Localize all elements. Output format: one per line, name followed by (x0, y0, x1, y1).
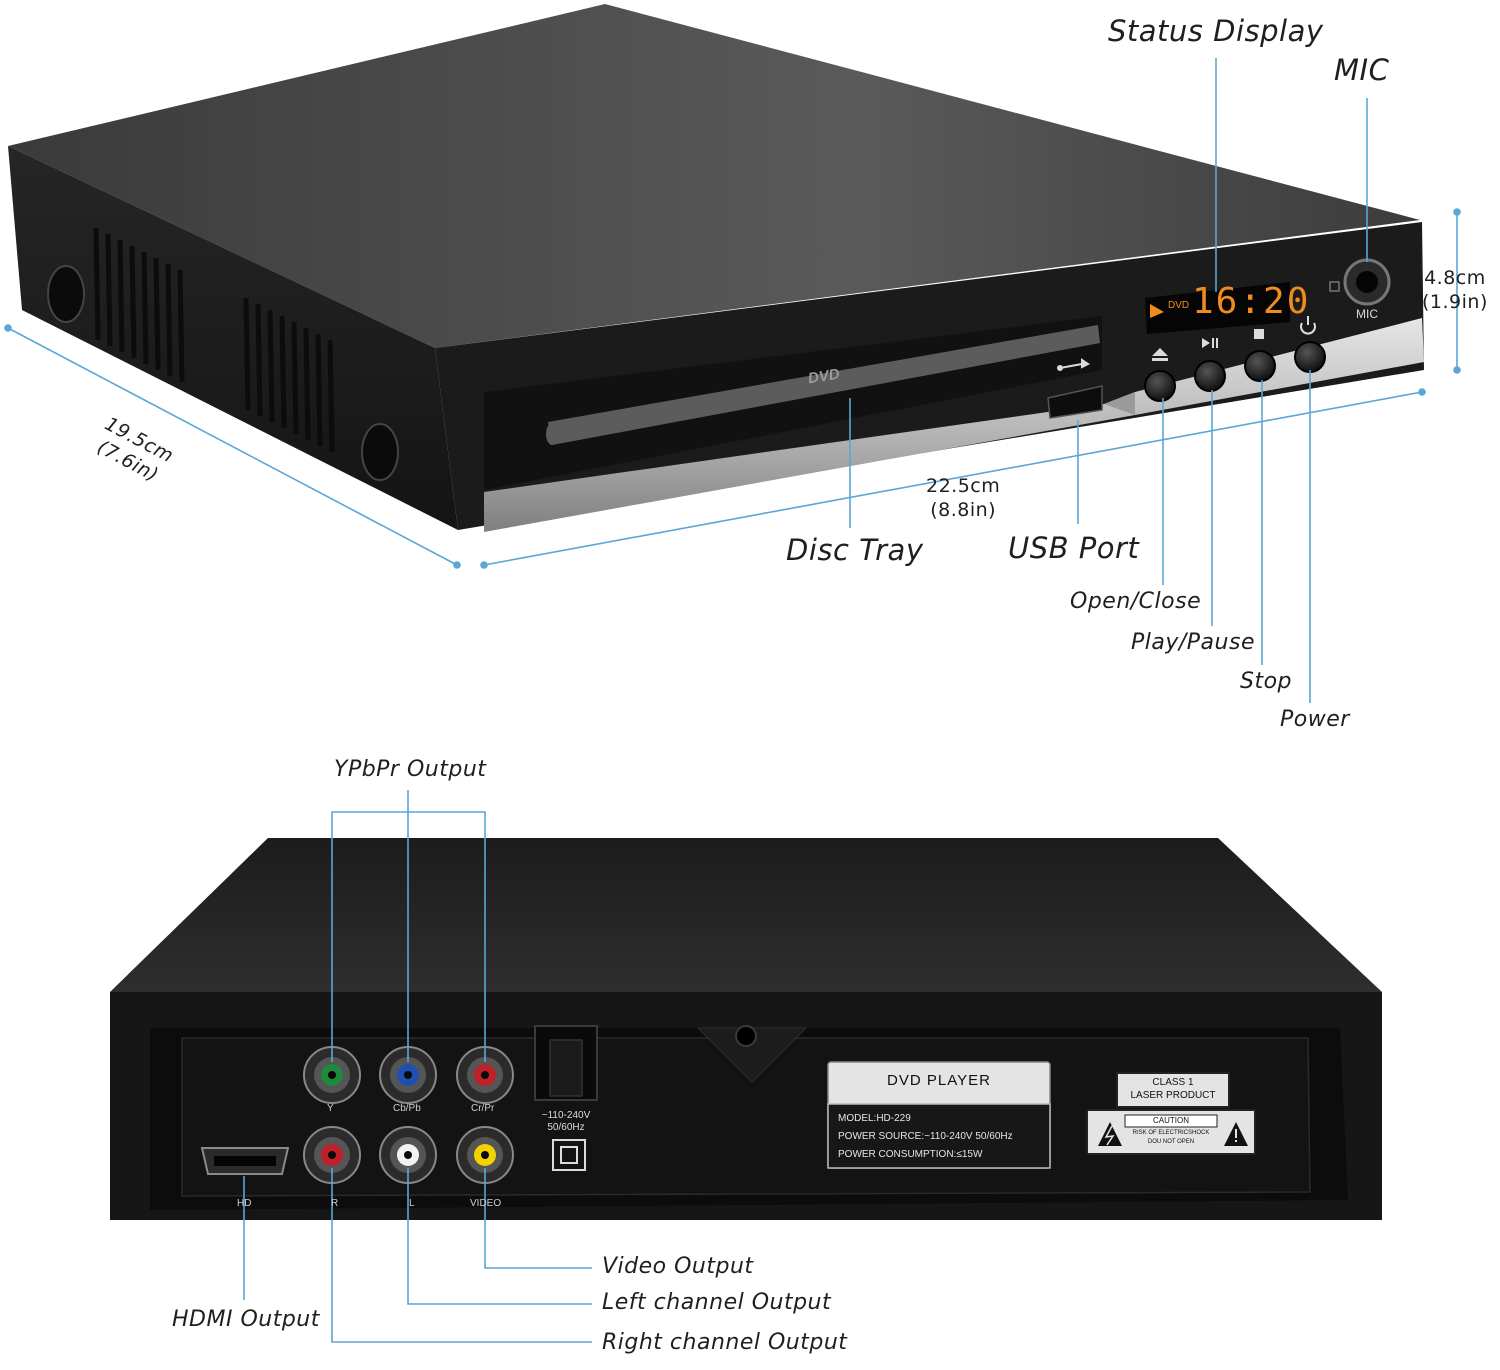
play-pause-icon (1202, 338, 1218, 348)
front-buttons (1144, 341, 1326, 402)
dimension-height-cm: 4.8cm (1424, 267, 1486, 289)
power-rating-voltage: ~110-240V (541, 1110, 591, 1121)
callout-play-pause: Play/Pause (1131, 630, 1255, 655)
jack-label-r: R (331, 1198, 339, 1209)
callout-power: Power (1280, 707, 1350, 732)
callout-open-close: Open/Close (1070, 589, 1202, 614)
callout-usb-port: USB Port (1008, 531, 1140, 565)
usb-icon (1057, 358, 1090, 371)
front-unit (4, 4, 1461, 703)
eject-icon (1152, 348, 1168, 361)
callout-ypbpr-output: YPbPr Output (334, 757, 487, 782)
disc-tray-slot (546, 325, 1100, 445)
dimension-width-cm: 22.5cm (926, 475, 1001, 497)
power-rating-frequency: 50/60Hz (547, 1122, 585, 1133)
caution-warning-icon (1224, 1122, 1248, 1146)
laser-class: CLASS 1 (1152, 1077, 1194, 1088)
status-display (1145, 282, 1290, 334)
callout-stop: Stop (1240, 669, 1293, 694)
callout-left-output: Left channel Output (602, 1290, 832, 1315)
side-screws (47, 265, 399, 481)
jack-l (379, 1126, 437, 1184)
hdmi-port (200, 1147, 290, 1175)
jack-video (456, 1126, 514, 1184)
dimension-width-in: (8.8in) (930, 499, 997, 521)
jack-y (303, 1046, 361, 1104)
laser-warning-open: DOU NOT OPEN (1147, 1139, 1195, 1145)
usb-port (1047, 385, 1103, 419)
nameplate-power-consumption: POWER CONSUMPTION:≤15W (838, 1149, 983, 1160)
nameplate-title: DVD PLAYER (887, 1072, 991, 1089)
back-callout-lines (243, 790, 592, 1343)
callout-status-display: Status Display (1108, 14, 1324, 48)
display-time: 16:20 (1192, 281, 1311, 322)
stop-icon (1254, 329, 1264, 339)
laser-warning-shock: RISK OF ELECTRICSHOCK (1132, 1130, 1210, 1136)
jack-label-l: L (409, 1198, 415, 1209)
dimension-height: 4.8cm (1.9in) (1422, 266, 1488, 314)
nameplate (827, 1061, 1051, 1169)
laser-product: LASER PRODUCT (1130, 1090, 1216, 1101)
laser-warning-text: RISK OF ELECTRICSHOCK DOU NOT OPEN (1125, 1129, 1217, 1147)
jack-r (303, 1126, 361, 1184)
jack-cb (379, 1046, 437, 1104)
power-icon (1300, 316, 1316, 335)
laser-class-text: CLASS 1 LASER PRODUCT (1117, 1076, 1229, 1102)
jack-label-hd: HD (237, 1198, 252, 1209)
double-insulation-icon (552, 1139, 586, 1171)
shock-warning-icon (1098, 1122, 1122, 1146)
power-cord-exit (534, 1025, 598, 1101)
back-unit (110, 790, 1382, 1343)
mic-jack-label: MIC (1356, 307, 1378, 321)
callout-hdmi-output: HDMI Output (172, 1307, 320, 1332)
dimension-height-in: (1.9in) (1422, 291, 1488, 313)
dimension-width: 22.5cm (8.8in) (926, 474, 1000, 522)
nameplate-power-source: POWER SOURCE:~110-240V 50/60Hz (838, 1131, 1013, 1142)
jack-label-cb: Cb/Pb (393, 1103, 421, 1114)
nameplate-model: MODEL:HD-229 (838, 1113, 911, 1124)
nameplate-specs: MODEL:HD-229 POWER SOURCE:~110-240V 50/6… (838, 1110, 1013, 1164)
display-tag: DVD (1168, 300, 1190, 311)
front-callout-lines (4, 58, 1461, 703)
callout-disc-tray: Disc Tray (786, 533, 924, 567)
callout-right-output: Right channel Output (602, 1330, 848, 1355)
power-rating: ~110-240V 50/60Hz (536, 1110, 596, 1134)
jack-label-y: Y (327, 1103, 334, 1114)
side-vents (93, 227, 335, 453)
laser-caution: CAUTION (1153, 1116, 1189, 1125)
callout-video-output: Video Output (602, 1254, 754, 1279)
callout-mic: MIC (1334, 53, 1390, 87)
jack-label-video: VIDEO (470, 1198, 502, 1209)
jack-label-cr: Cr/Pr (471, 1103, 495, 1114)
